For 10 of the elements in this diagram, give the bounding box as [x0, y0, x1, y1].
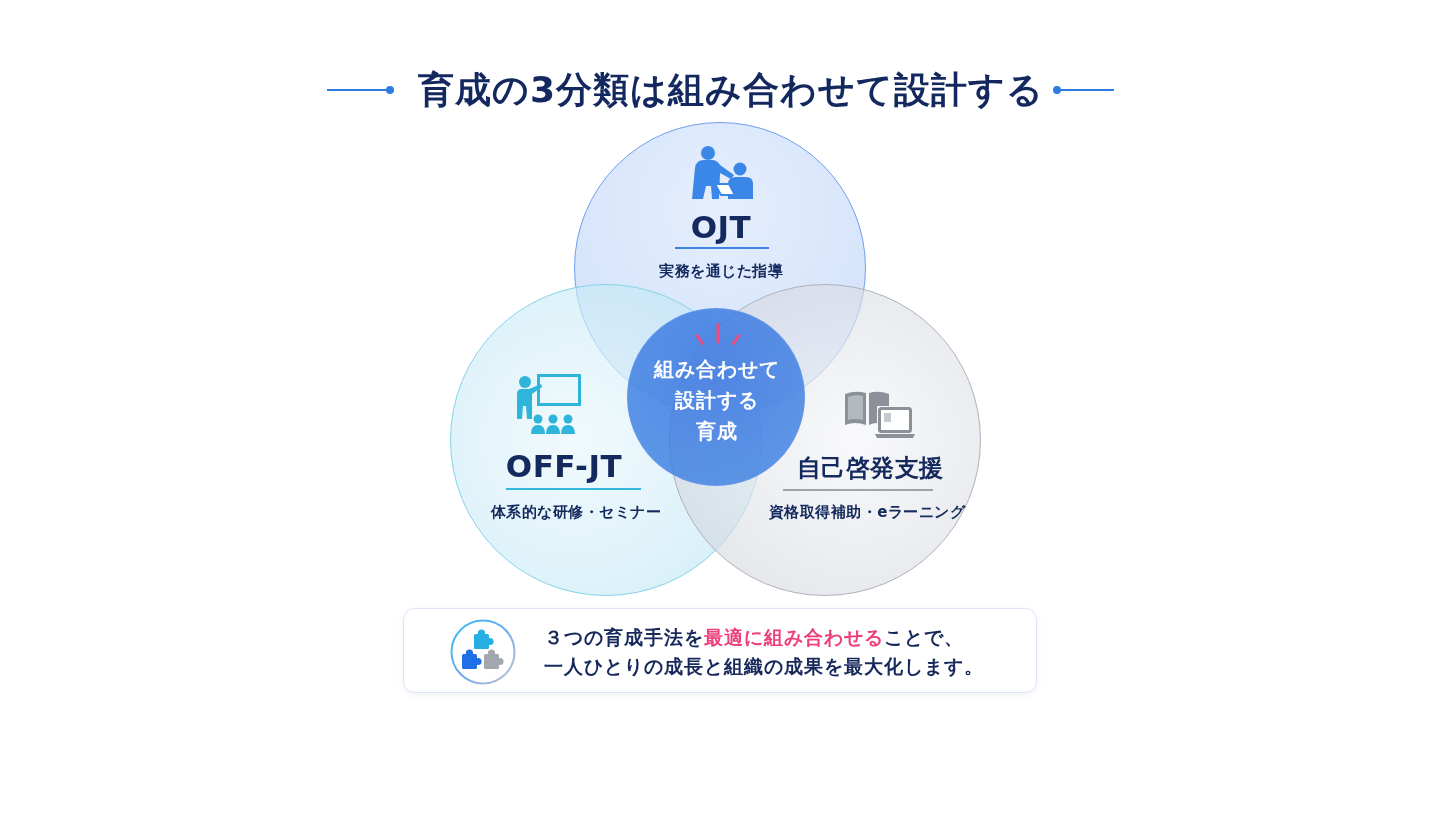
circle-caption: 体系的な研修・セミナー	[490, 502, 662, 522]
circle-title: OFF-JT	[505, 446, 623, 486]
circle-caption: 資格取得補助・eラーニング	[768, 502, 966, 522]
message-box	[403, 608, 1037, 693]
message-text: ３つの育成手法を最適に組み合わせることで、一人ひとりの成長と組織の成果を最大化します。	[544, 625, 985, 679]
circle-title: 自己啓発支援	[796, 453, 944, 483]
center-text: 組み合わせて設計する育成	[652, 356, 781, 445]
title: 育成の3分類は組み合わせて設計する	[417, 68, 1045, 112]
circle-caption: 実務を通じた指導	[659, 261, 783, 281]
circle-title: OJT	[690, 207, 752, 247]
